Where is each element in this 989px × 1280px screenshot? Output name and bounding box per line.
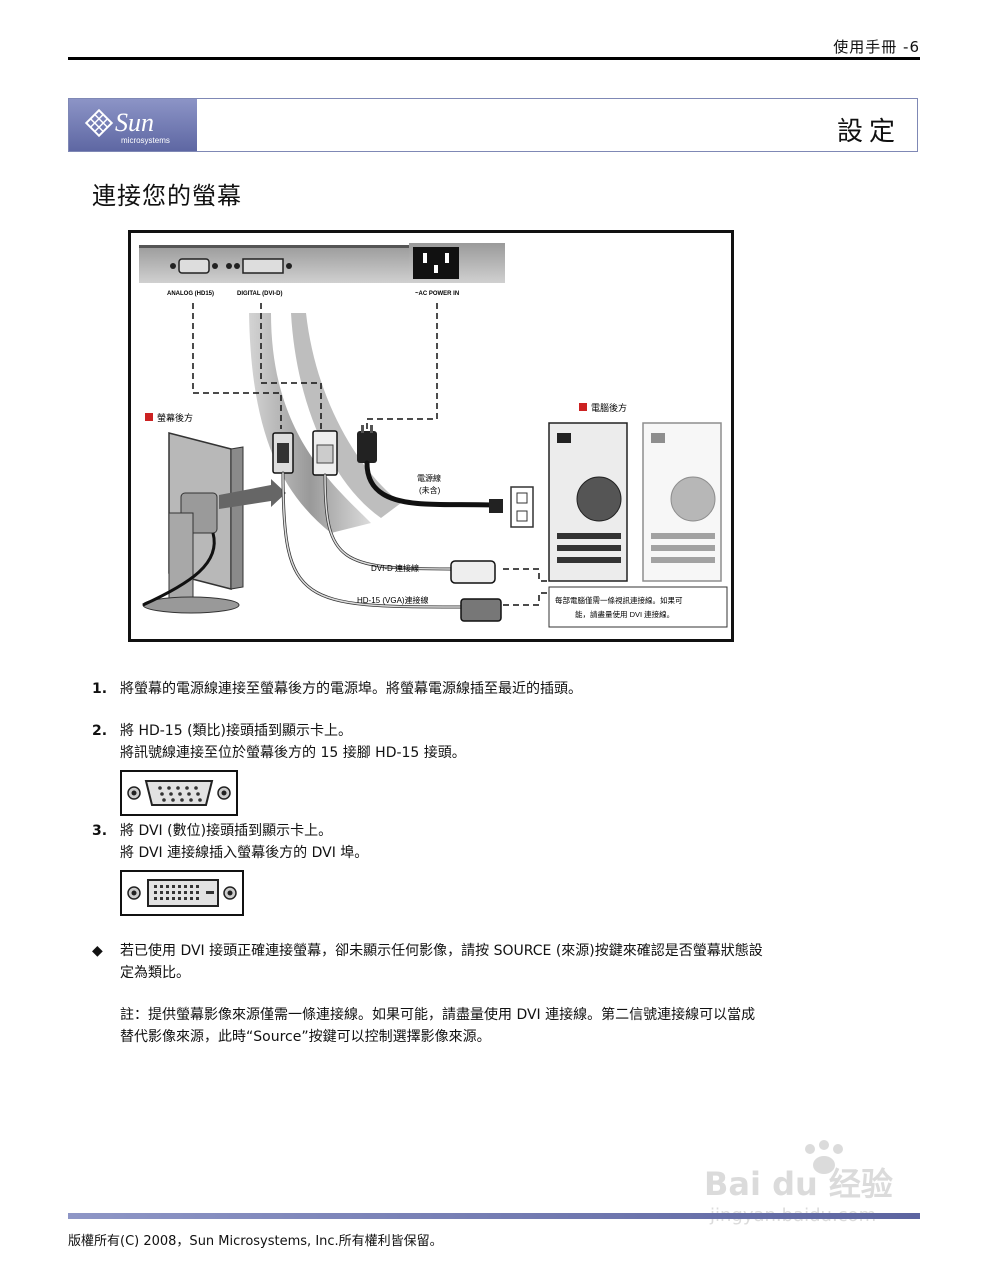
page-header: 使用手冊 -6 [68,30,920,60]
paw-icon [805,1140,843,1174]
note-text-line: 替代影像來源，此時“Source”按鍵可以控制選擇影像來源。 [120,1029,491,1045]
sun-logo: Sun microsystems [69,99,197,151]
dvi-connector-figure [120,870,244,916]
watermark-line1: Bai du 经验 [704,1165,893,1203]
sun-logo-text: Sun [115,108,154,137]
ac-power-port-icon [413,247,459,279]
monitor-back-label: 螢幕後方 [157,412,193,423]
step-text: 將 DVI (數位)接頭插到顯示卡上。 [120,823,333,839]
step-text: 將訊號線連接至位於螢幕後方的 15 接腳 HD-15 接頭。 [120,745,466,761]
vga-connector-figure [120,770,238,816]
dvi-cable-label: DVI-D 連接線 [371,563,419,573]
connection-diagram: ANALOG (HD15) DIGITAL (DVI-D) ~AC POWER … [128,230,734,642]
step-2: 2. 將 HD-15 (類比)接頭插到顯示卡上。 將訊號線連接至位於螢幕後方的 … [92,720,466,764]
computer-back-label: 電腦後方 [591,402,627,413]
power-cable-note: (未含) [419,485,441,495]
page-header-text: 使用手冊 -6 [833,38,920,56]
bullet-text-line: 若已使用 DVI 接頭正確連接螢幕，卻未顯示任何影像，請按 SOURCE (來源… [120,943,763,959]
computer-illustration-1 [548,422,628,582]
dvi-port-icon [226,258,292,274]
step-number: 3. [92,823,108,839]
note-text-line: 註：提供螢幕影像來源僅需一條連接線。如果可能，請盡量使用 DVI 連接線。第二信… [120,1007,756,1023]
power-cable-label: 電源線 [417,473,441,483]
vga-cable-label: HD-15 (VGA)連接線 [357,595,429,605]
port-label-ac: ~AC POWER IN [415,291,459,297]
dvi-connector-icon [312,430,338,476]
section-banner: Sun microsystems 設定 [68,98,918,152]
monitor-illustration [142,432,286,614]
diamond-bullet-icon: ◆ [92,943,103,959]
bullet-note: ◆ 若已使用 DVI 接頭正確連接螢幕，卻未顯示任何影像，請按 SOURCE (… [92,940,892,984]
port-label-analog: ANALOG (HD15) [167,291,214,297]
step-text: 將 HD-15 (類比)接頭插到顯示卡上。 [120,723,352,739]
step-text: 將 DVI 連接線插入螢幕後方的 DVI 埠。 [120,845,369,861]
step-number: 1. [92,681,108,697]
vga-port-figure-icon [127,780,231,806]
vga-connector-icon [272,432,294,474]
port-label-digital: DIGITAL (DVI-D) [237,291,282,297]
footer-rule [68,1213,920,1219]
vga-port-icon [170,258,218,274]
wall-outlet-icon [510,486,534,528]
header-rule [68,57,920,60]
step-text: 將螢幕的電源線連接至螢幕後方的電源埠。將螢幕電源線插至最近的插頭。 [120,681,582,697]
callout-text-2: 能，請盡量使用 DVI 連接線。 [575,609,674,619]
callout-text-1: 每部電腦僅需一條視訊連接線。如果可 [555,595,683,605]
step-3: 3. 將 DVI (數位)接頭插到顯示卡上。 將 DVI 連接線插入螢幕後方的 … [92,820,368,864]
callout-box [548,586,728,628]
computer-illustration-2 [642,422,722,582]
bullet-text-line: 定為類比。 [120,965,190,981]
subsection-title: 連接您的螢幕 [92,182,242,210]
note-paragraph: 註：提供螢幕影像來源僅需一條連接線。如果可能，請盡量使用 DVI 連接線。第二信… [120,1004,892,1048]
sun-logo-subtext: microsystems [121,136,170,145]
section-title: 設定 [836,117,901,147]
dvi-port-figure-icon [127,879,237,907]
sun-logo-mark-icon [84,108,114,138]
step-1: 1. 將螢幕的電源線連接至螢幕後方的電源埠。將螢幕電源線插至最近的插頭。 [92,678,582,700]
footer-copyright: 版權所有(C) 2008，Sun Microsystems, Inc.所有權利皆… [68,1234,443,1249]
power-plug-icon [357,425,377,463]
step-number: 2. [92,723,108,739]
